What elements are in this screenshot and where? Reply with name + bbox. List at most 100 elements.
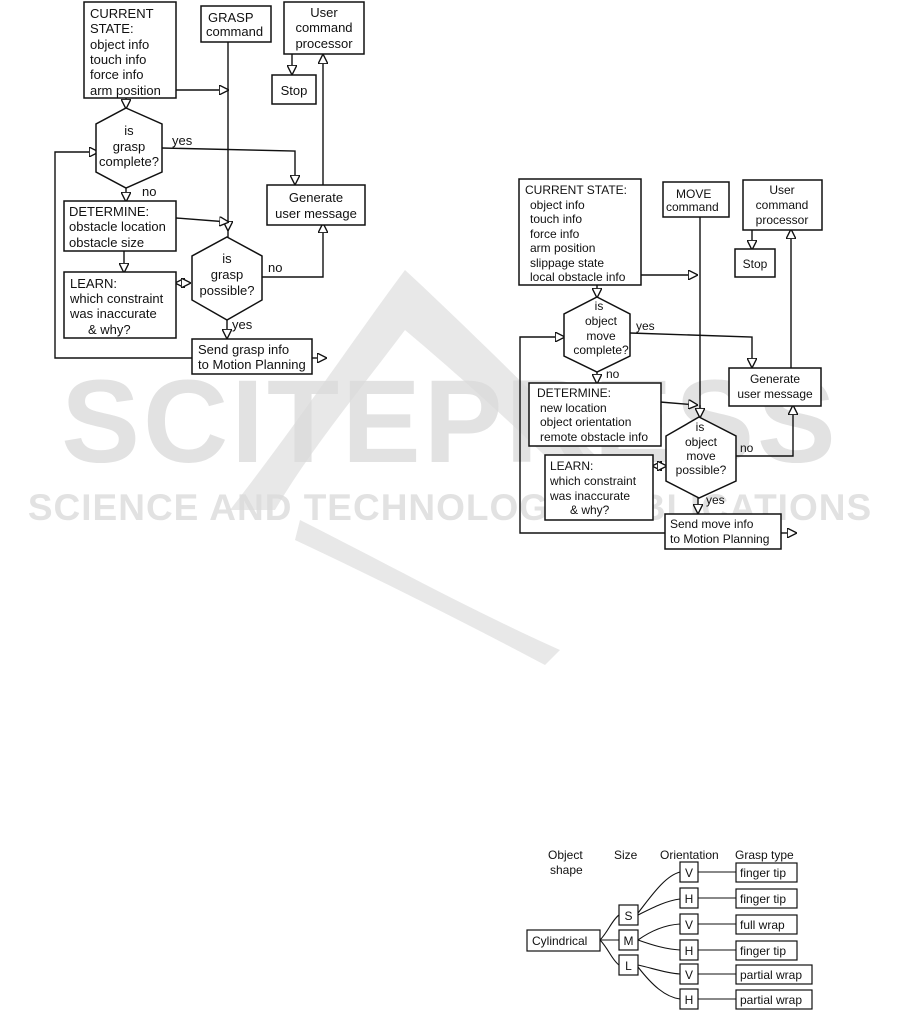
move-send-line-0: Send move info: [670, 517, 754, 531]
move-learn-box: LEARN: which constraint was inaccurate &…: [544, 454, 654, 521]
move-possible-line-3: possible?: [676, 463, 727, 477]
move-stop-label: Stop: [743, 257, 768, 271]
grasp-generate-message-box: Generate user message: [266, 184, 366, 226]
grasp-learn-line-2: was inaccurate: [69, 306, 157, 321]
move-user-processor-box: User command processor: [742, 179, 823, 231]
move-generate-line-1: user message: [737, 387, 813, 401]
grasp-no-label-1: no: [142, 184, 156, 199]
tree-size-node-l: L: [618, 954, 639, 976]
move-determine-box: DETERMINE: new location object orientati…: [528, 382, 662, 447]
move-determine-line-3: remote obstacle info: [540, 430, 648, 444]
tree-orientation-label-4: H: [685, 944, 694, 958]
grasp-current-state-line-2: object info: [90, 37, 149, 52]
tree-size-label-s: S: [624, 909, 632, 923]
tree-grasp-label-4: finger tip: [740, 944, 786, 958]
tree-orientation-label-3: V: [685, 918, 693, 932]
grasp-possible-decision: is grasp possible?: [191, 236, 263, 321]
move-learn-line-3: & why?: [570, 503, 610, 517]
move-learn-line-2: was inaccurate: [549, 489, 630, 503]
tree-edges: [599, 871, 736, 1000]
move-complete-decision: is object move complete?: [563, 296, 631, 373]
move-current-state-line-6: local obstacle info: [530, 270, 626, 284]
grasp-determine-line-0: DETERMINE:: [69, 204, 149, 219]
move-flowchart: CURRENT STATE: object info touch info fo…: [518, 178, 823, 550]
grasp-send-line-0: Send grasp info: [198, 342, 289, 357]
move-complete-line-2: move: [586, 329, 616, 343]
move-possible-line-2: move: [686, 449, 716, 463]
tree-grasp-label-5: partial wrap: [740, 968, 802, 982]
grasp-learn-line-0: LEARN:: [70, 276, 117, 291]
move-learn-line-0: LEARN:: [550, 459, 593, 473]
move-determine-line-1: new location: [540, 401, 607, 415]
tree-size-label-m: M: [624, 934, 634, 948]
tree-orientation-node-2: H: [679, 887, 699, 909]
tree-grasp-node-3: full wrap: [735, 914, 798, 935]
move-stop-box: Stop: [734, 248, 776, 278]
tree-orientation-label-6: H: [685, 993, 694, 1007]
watermark-arc: [295, 520, 560, 665]
tree-root-label: Cylindrical: [532, 934, 587, 948]
move-no-label-2: no: [740, 441, 754, 455]
move-current-state-line-2: touch info: [530, 212, 582, 226]
move-current-state-line-4: arm position: [530, 241, 595, 255]
grasp-current-state-box: CURRENT STATE: object info touch info fo…: [83, 1, 177, 99]
move-learn-line-1: which constraint: [549, 474, 637, 488]
grasp-complete-line-1: grasp: [113, 139, 146, 154]
move-generate-line-0: Generate: [750, 372, 800, 386]
tree-size-node-s: S: [618, 904, 639, 926]
tree-orientation-label-2: H: [685, 892, 694, 906]
tree-orientation-label-1: V: [685, 866, 693, 880]
move-no-label-1: no: [606, 367, 620, 381]
tree-grasp-node-6: partial wrap: [735, 989, 813, 1010]
move-complete-line-0: is: [595, 299, 604, 313]
grasp-send-line-1: to Motion Planning: [198, 357, 306, 372]
grasp-complete-decision: is grasp complete?: [95, 107, 163, 189]
tree-grasp-label-2: finger tip: [740, 892, 786, 906]
move-send-line-1: to Motion Planning: [670, 532, 769, 546]
tree-size-label-l: L: [625, 959, 632, 973]
grasp-complete-line-0: is: [124, 123, 134, 138]
tree-grasp-node-1: finger tip: [735, 862, 798, 883]
move-determine-line-0: DETERMINE:: [537, 386, 611, 400]
grasp-user-processor-line-1: command: [295, 20, 352, 35]
move-current-state-box: CURRENT STATE: object info touch info fo…: [518, 178, 642, 286]
tree-size-node-m: M: [618, 929, 639, 951]
move-possible-line-0: is: [696, 420, 705, 434]
tree-grasp-node-2: finger tip: [735, 888, 798, 909]
grasp-command-line-1: command: [206, 24, 263, 39]
move-complete-line-3: complete?: [573, 343, 629, 357]
move-complete-line-1: object: [585, 314, 618, 328]
grasp-stop-label: Stop: [281, 83, 308, 98]
move-user-processor-line-1: command: [756, 198, 809, 212]
tree-orientation-node-3: V: [679, 913, 699, 935]
move-current-state-line-5: slippage state: [530, 256, 604, 270]
move-command-line-1: command: [666, 200, 719, 214]
move-possible-line-1: object: [685, 435, 718, 449]
move-yes-label-2: yes: [706, 493, 725, 507]
grasp-user-processor-box: User command processor: [283, 1, 365, 55]
grasp-determine-line-2: obstacle size: [69, 235, 144, 250]
tree-orientation-node-6: H: [679, 988, 699, 1010]
tree-orientation-node-5: V: [679, 963, 699, 985]
move-generate-message-box: Generate user message: [728, 367, 822, 407]
tree-grasp-label-3: full wrap: [740, 918, 785, 932]
grasp-possible-line-0: is: [222, 251, 232, 266]
grasp-complete-line-2: complete?: [99, 154, 159, 169]
grasp-yes-label-1: yes: [172, 133, 193, 148]
grasp-flowchart: CURRENT STATE: object info touch info fo…: [54, 1, 366, 375]
tree-orientation-node-4: H: [679, 939, 699, 961]
move-yes-label-1: yes: [636, 319, 655, 333]
tree-grasp-node-4: finger tip: [735, 940, 798, 961]
grasp-no-label-2: no: [268, 260, 282, 275]
grasp-current-state-line-3: touch info: [90, 52, 146, 67]
move-current-state-line-0: CURRENT STATE:: [525, 183, 627, 197]
tree-header-size: Size: [614, 848, 638, 862]
grasp-command-line-0: GRASP: [208, 10, 254, 25]
move-command-line-0: MOVE: [676, 187, 711, 201]
grasp-current-state-line-4: force info: [90, 67, 143, 82]
grasp-learn-line-3: & why?: [88, 322, 131, 337]
grasp-generate-line-0: Generate: [289, 190, 343, 205]
move-user-processor-line-0: User: [769, 183, 794, 197]
grasp-determine-line-1: obstacle location: [69, 219, 166, 234]
